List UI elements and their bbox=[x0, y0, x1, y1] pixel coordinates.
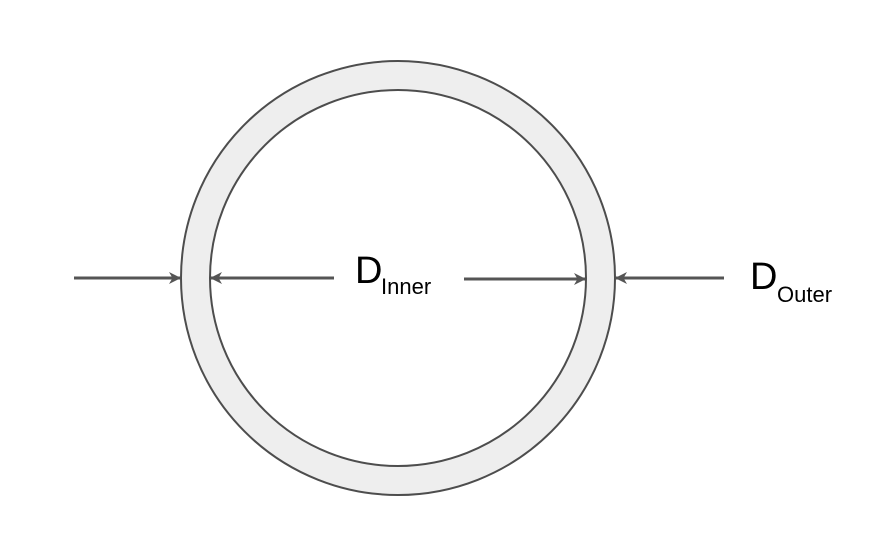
pipe-ring bbox=[180, 60, 616, 496]
inner-diameter-symbol: D bbox=[355, 250, 382, 292]
inner-diameter-subscript: Inner bbox=[381, 274, 431, 299]
outer-diameter-symbol: D bbox=[750, 256, 777, 298]
outer-diameter-subscript: Outer bbox=[777, 282, 832, 307]
inner-diameter-label: D Inner bbox=[355, 250, 431, 299]
outer-diameter-label: D Outer bbox=[750, 256, 832, 307]
